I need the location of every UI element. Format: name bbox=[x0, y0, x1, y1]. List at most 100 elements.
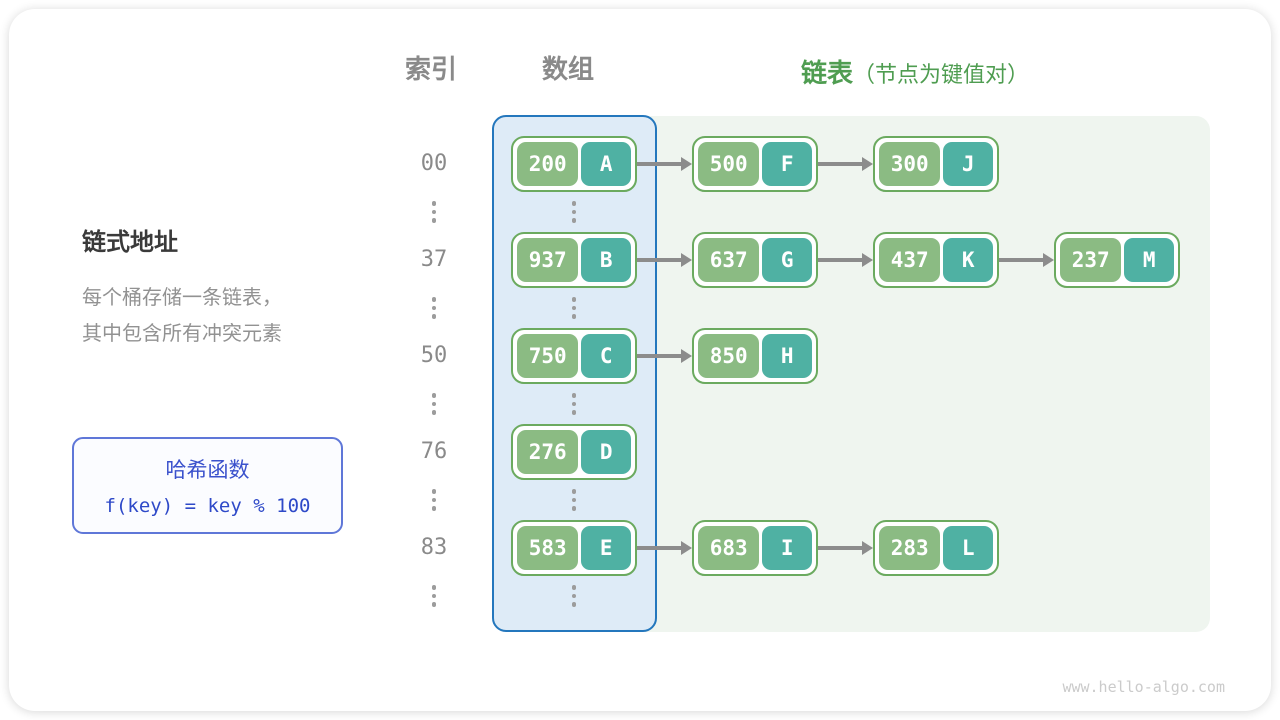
column-header-index: 索引 bbox=[404, 54, 457, 84]
dot bbox=[571, 585, 576, 590]
pointer-arrow bbox=[818, 520, 873, 576]
dot bbox=[571, 593, 576, 598]
dot bbox=[431, 410, 436, 415]
node-value: I bbox=[762, 526, 812, 570]
dot bbox=[431, 314, 436, 319]
dot bbox=[431, 401, 436, 406]
node-key: 937 bbox=[517, 238, 579, 282]
pointer-arrow bbox=[637, 328, 692, 384]
dot bbox=[571, 201, 576, 206]
pointer-arrow bbox=[818, 136, 873, 192]
dot bbox=[431, 497, 436, 502]
node-key: 750 bbox=[517, 334, 579, 378]
node-value: J bbox=[943, 142, 993, 186]
node-value: E bbox=[581, 526, 631, 570]
node-value: A bbox=[581, 142, 631, 186]
column-header-array: 数组 bbox=[541, 54, 594, 84]
node-value: D bbox=[581, 430, 631, 474]
list-header-note: （节点为键值对） bbox=[853, 62, 1030, 87]
dot bbox=[571, 602, 576, 607]
node-key: 683 bbox=[698, 526, 760, 570]
dot bbox=[431, 585, 436, 590]
node-value: B bbox=[581, 238, 631, 282]
dot bbox=[431, 218, 436, 223]
dot bbox=[431, 209, 436, 214]
pointer-arrow bbox=[637, 232, 692, 288]
ellipsis-dots bbox=[571, 585, 577, 607]
index-label: 83 bbox=[420, 535, 448, 560]
pointer-arrow bbox=[637, 136, 692, 192]
dot bbox=[571, 410, 576, 415]
hash-function-box: 哈希函数 f(key) = key % 100 bbox=[72, 437, 343, 534]
ellipsis-dots bbox=[571, 297, 577, 319]
ellipsis-dots bbox=[571, 201, 577, 223]
node-value: M bbox=[1124, 238, 1174, 282]
dot bbox=[571, 209, 576, 214]
index-label: 00 bbox=[420, 151, 448, 176]
dot bbox=[431, 201, 436, 206]
list-header-label: 链表 bbox=[800, 58, 853, 88]
ellipsis-dots bbox=[431, 489, 437, 511]
index-label: 76 bbox=[420, 439, 448, 464]
dot bbox=[431, 393, 436, 398]
dot bbox=[431, 593, 436, 598]
dot bbox=[571, 393, 576, 398]
index-label: 37 bbox=[420, 247, 448, 272]
description-line-1: 每个桶存储一条链表， bbox=[82, 287, 282, 309]
column-header-list: 链表 （节点为键值对） bbox=[700, 53, 1130, 90]
node-key: 583 bbox=[517, 526, 579, 570]
dot bbox=[571, 314, 576, 319]
node-key: 237 bbox=[1060, 238, 1122, 282]
node-key: 283 bbox=[879, 526, 941, 570]
node-key: 637 bbox=[698, 238, 760, 282]
node-value: G bbox=[762, 238, 812, 282]
dot bbox=[431, 305, 436, 310]
dot bbox=[431, 297, 436, 302]
node-value: F bbox=[762, 142, 812, 186]
node-value: H bbox=[762, 334, 812, 378]
node-key: 300 bbox=[879, 142, 941, 186]
node-key: 276 bbox=[517, 430, 579, 474]
ellipsis-dots bbox=[571, 393, 577, 415]
pointer-arrow bbox=[999, 232, 1054, 288]
node-key: 500 bbox=[698, 142, 760, 186]
dot bbox=[571, 305, 576, 310]
pointer-arrow bbox=[637, 520, 692, 576]
dot bbox=[571, 218, 576, 223]
dot bbox=[571, 401, 576, 406]
node-value: C bbox=[581, 334, 631, 378]
node-value: L bbox=[943, 526, 993, 570]
hash-function-title: 哈希函数 bbox=[165, 459, 250, 482]
node-key: 437 bbox=[879, 238, 941, 282]
dot bbox=[431, 602, 436, 607]
section-title: 链式地址 bbox=[82, 229, 178, 256]
section-description: 每个桶存储一条链表， 其中包含所有冲突元素 bbox=[82, 280, 282, 352]
dot bbox=[571, 506, 576, 511]
dot bbox=[571, 297, 576, 302]
ellipsis-dots bbox=[431, 393, 437, 415]
node-value: K bbox=[943, 238, 993, 282]
watermark: www.hello-algo.com bbox=[1062, 678, 1225, 696]
ellipsis-dots bbox=[431, 585, 437, 607]
ellipsis-dots bbox=[431, 297, 437, 319]
dot bbox=[571, 489, 576, 494]
ellipsis-dots bbox=[571, 489, 577, 511]
